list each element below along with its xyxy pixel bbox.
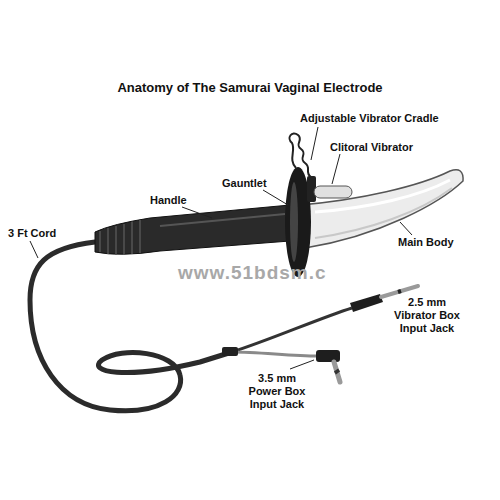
jack-label: 2.5 mm Vibrator Box Input Jack	[388, 296, 466, 335]
part-label: Clitoral Vibrator	[330, 141, 413, 154]
part-label: Handle	[150, 194, 187, 207]
diagram-title: Anatomy of The Samurai Vaginal Electrode	[117, 80, 382, 96]
part-label: 3 Ft Cord	[8, 227, 56, 240]
jack-label: 3.5 mm Power Box Input Jack	[244, 372, 310, 411]
watermark: www.51bdsm.c	[178, 262, 327, 284]
part-label: Adjustable Vibrator Cradle	[300, 112, 439, 125]
part-label: Gauntlet	[222, 177, 267, 190]
part-label: Main Body	[398, 236, 454, 249]
